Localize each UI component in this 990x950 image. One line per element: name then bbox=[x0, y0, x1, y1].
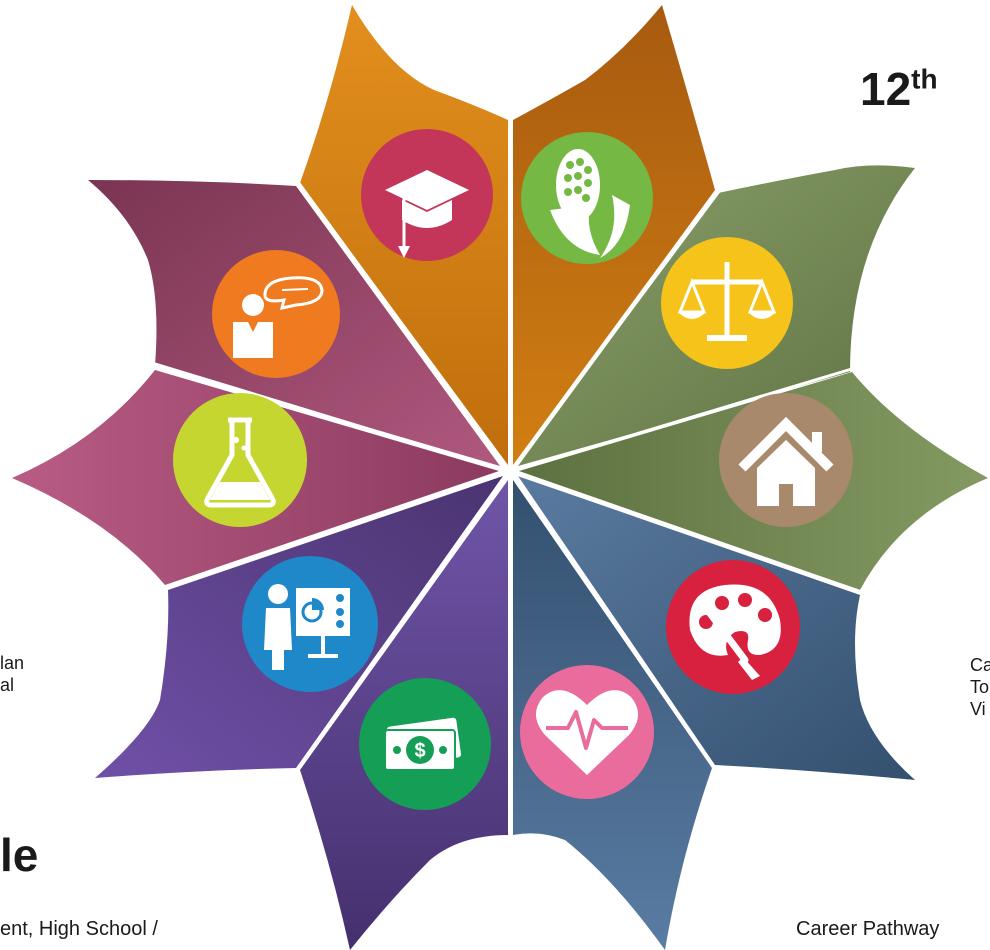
right-text-block: Ca To Vi bbox=[970, 654, 990, 720]
heart-pulse-icon[interactable] bbox=[520, 665, 654, 799]
left-text-line-2: al bbox=[0, 675, 15, 695]
career-pathway-caption: Career Pathway bbox=[796, 918, 940, 940]
money-icon[interactable]: $ bbox=[359, 678, 491, 810]
grade-heading: 12th bbox=[860, 63, 938, 115]
house-icon[interactable] bbox=[719, 393, 853, 527]
flask-icon[interactable] bbox=[173, 393, 307, 527]
presentation-icon[interactable] bbox=[242, 556, 378, 692]
grade-number: 12 bbox=[860, 63, 912, 115]
left-text-block: lan al bbox=[0, 652, 24, 696]
left-text-line-1: lan bbox=[0, 653, 25, 673]
wheel-hub bbox=[505, 467, 515, 477]
left-heading-fragment: le bbox=[0, 829, 39, 881]
segment-dividers bbox=[151, 118, 863, 836]
right-text-line-2: To bbox=[970, 677, 990, 697]
speaker-icon[interactable] bbox=[212, 250, 340, 378]
corn-icon[interactable] bbox=[521, 132, 653, 264]
graduation-cap-icon[interactable] bbox=[361, 129, 493, 261]
scales-of-justice-icon[interactable] bbox=[661, 237, 793, 369]
left-caption-fragment: ent, High School / bbox=[0, 918, 158, 940]
paint-palette-icon[interactable] bbox=[666, 560, 800, 694]
right-text-line-3: Vi bbox=[970, 699, 986, 719]
right-text-line-1: Ca bbox=[970, 655, 990, 675]
grade-suffix: th bbox=[911, 63, 938, 95]
svg-text:$: $ bbox=[414, 740, 425, 762]
